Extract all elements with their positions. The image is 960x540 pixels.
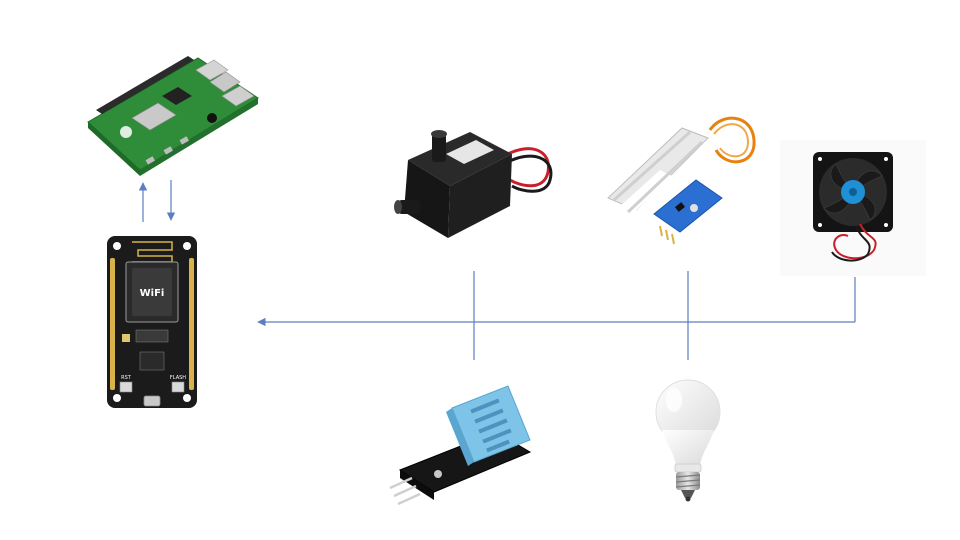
dht11-sensor-icon <box>389 385 532 506</box>
soil-moisture-sensor-icon <box>607 116 756 245</box>
rst-label: RST <box>121 375 132 381</box>
cooling-fan-icon <box>780 140 926 276</box>
wifi-logo-label: WiFi <box>140 288 165 299</box>
flash-label: FLASH <box>170 375 186 381</box>
light-bulb-icon <box>655 379 721 502</box>
water-pump-icon <box>394 130 553 238</box>
raspberry-pi-board-icon <box>87 56 259 176</box>
connection-lines <box>138 180 856 360</box>
nodemcu-esp8266-board-icon: WiFi RST FLASH <box>107 236 197 408</box>
